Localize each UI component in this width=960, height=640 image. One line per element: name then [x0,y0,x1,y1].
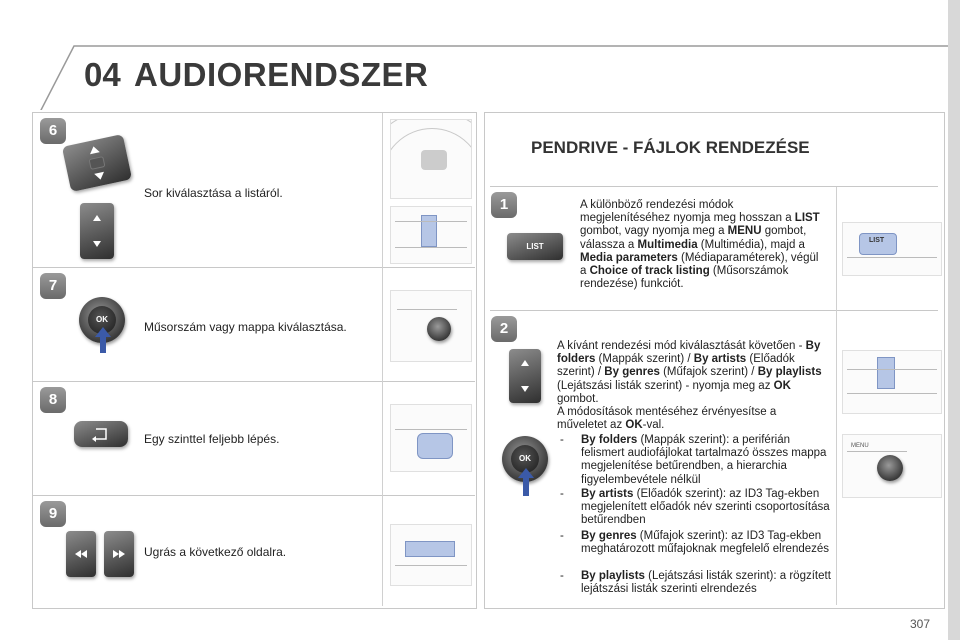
step-description: Műsorszám vagy mappa kiválasztása. [144,320,347,334]
bullet-dash: - [560,570,564,582]
press-arrow-icon [95,327,111,353]
control-panel-illustration [390,206,472,264]
divider [33,381,475,382]
control-panel-illustration: MENU [842,434,942,498]
step-number-badge: 7 [40,273,66,299]
up-down-button [80,203,114,259]
section-title: PENDRIVE - FÁJLOK RENDEZÉSE [531,138,810,157]
up-down-arrows-icon [93,215,101,247]
rewind-icon [75,550,87,558]
divider [33,495,475,496]
divider [490,186,938,187]
ok-label: OK [511,445,539,473]
list-label: LIST [869,237,885,244]
step-description: Sor kiválasztása a listáról. [144,186,283,200]
up-down-arrows-icon [521,360,529,392]
previous-page-button [66,531,96,577]
step1-instructions: A különböző rendezési módok megjelenítés… [580,199,820,291]
list-button: LIST [507,233,563,260]
control-panel-illustration [842,350,942,414]
header-decoration [40,45,948,110]
list-item: By artists (Előadók szerint): az ID3 Tag… [581,488,830,527]
up-down-button [509,349,541,403]
next-page-button [104,531,134,577]
press-arrow-icon [518,468,534,496]
chapter-number: 04 [84,56,121,93]
list-item: By genres (Műfajok szerint): az ID3 Tag-… [581,530,830,556]
control-panel-illustration [390,404,472,472]
page-title: AUDIORENDSZER [134,56,429,93]
control-panel-illustration [390,524,472,586]
side-tab [948,0,960,640]
back-button [74,421,128,447]
menu-label: MENU [851,443,869,449]
control-panel-illustration [390,290,472,362]
up-down-arrows-icon [88,146,106,180]
step-number-badge: 8 [40,387,66,413]
steering-wheel-illustration [390,119,472,199]
bullet-dash: - [560,488,564,500]
bullet-dash: - [560,434,564,446]
list-item: By playlists (Lejátszási listák szerint)… [581,570,831,596]
control-panel-illustration: LIST [842,222,942,276]
step2-paragraph-2: A módosítások mentéséhez érvényesítse a … [557,406,777,432]
rocker-control [61,134,133,192]
divider [490,310,938,311]
bullet-dash: - [560,530,564,542]
step-number-badge: 9 [40,501,66,527]
step-description: Ugrás a következő oldalra. [144,545,287,559]
back-arrow-icon [92,428,107,442]
page-number: 307 [910,617,931,631]
fast-forward-icon [113,550,125,558]
step-number-badge: 2 [491,316,517,342]
list-item: By folders (Mappák szerint): a perifériá… [581,434,827,486]
step-description: Egy szinttel feljebb lépés. [144,432,280,446]
step2-paragraph-1: A kívánt rendezési mód kiválasztását köv… [557,340,822,405]
step-number-badge: 6 [40,118,66,144]
divider [382,113,383,606]
divider [836,187,837,605]
divider [33,267,475,268]
step-number-badge: 1 [491,192,517,218]
